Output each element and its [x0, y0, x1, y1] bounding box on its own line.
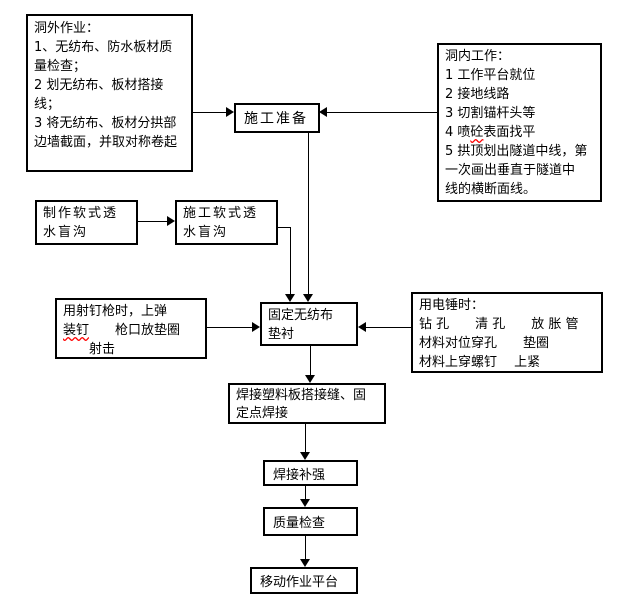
- arrowhead-into-quality: [300, 499, 310, 507]
- text-line: 2 划无纺布、板材搭接线；: [34, 78, 164, 112]
- connector-outside-to-prep: [193, 112, 226, 113]
- arrowhead-into-weld-seams: [305, 375, 315, 383]
- text-line: 射击: [63, 342, 116, 357]
- flow-box-construction-prep: 施工准备: [234, 103, 320, 133]
- flow-box-outside-work: 洞外作业： 1、无纺布、防水板材质 量检查； 2 划无纺布、板材搭接线； 3 将…: [26, 14, 193, 172]
- flow-box-inside-work: 洞内工作： 1 工作平台就位 2 接地线路 3 切割锚杆头等 4 喷砼表面找平 …: [437, 43, 602, 202]
- text-line: 固定无纺布: [268, 308, 334, 323]
- text-line: 洞内工作：: [445, 49, 511, 64]
- text-line: 1 工作平台就位: [445, 68, 536, 83]
- connector-weld-to-reinforce: [305, 424, 306, 453]
- text-line-spellcheck: 4 喷砼表面找平: [445, 123, 594, 142]
- text-line: 材料上穿螺钉 上紧: [419, 355, 541, 370]
- text-line: 洞外作业：: [34, 21, 100, 36]
- flow-box-electric-hammer: 用电锤时： 钻 孔 清 孔 放 胀 管 材料对位穿孔 垫圈 材料上穿螺钉 上紧: [411, 292, 603, 373]
- text-segment: 表面找平: [483, 125, 536, 140]
- text-line: 线的横断面线。: [445, 182, 537, 197]
- arrowhead-into-fix-right: [358, 322, 366, 332]
- text-segment: 枪口放垫圈: [89, 323, 181, 338]
- connector-fix-to-weld: [310, 346, 311, 376]
- flow-box-weld-reinforce: 焊接补强: [263, 460, 358, 486]
- misspelled-word: 装钉: [63, 323, 90, 338]
- text-line: 制作软式透: [43, 206, 119, 221]
- box-label: 施工准备: [244, 111, 308, 127]
- arrowhead-prep-into-fix: [303, 294, 313, 302]
- connector-drain-elbow-h: [278, 227, 291, 228]
- connector-hammer-to-fix: [366, 327, 411, 328]
- text-line: 2 接地线路: [445, 87, 510, 102]
- misspelled-word: 砼: [470, 125, 484, 140]
- box-label: 质量检查: [273, 516, 326, 531]
- arrowhead-into-prep-left: [226, 107, 234, 117]
- box-label: 焊接补强: [273, 467, 326, 483]
- arrowhead-into-install-drain: [167, 216, 175, 226]
- connector-reinforce-to-quality: [305, 486, 306, 500]
- box-label: 移动作业平台: [260, 575, 339, 590]
- connector-drain-elbow-v: [290, 227, 291, 295]
- text-line-spellcheck: 装钉 枪口放垫圈: [63, 321, 199, 340]
- text-line: 钻 孔 清 孔 放 胀 管: [419, 317, 579, 332]
- connector-prep-to-fix: [308, 132, 309, 295]
- flow-box-make-drain: 制作软式透 水盲沟: [35, 200, 138, 245]
- text-line: 施工软式透: [183, 206, 259, 221]
- connector-make-to-install-drain: [138, 221, 167, 222]
- connector-inside-to-prep: [327, 112, 437, 113]
- arrowhead-into-prep-right: [319, 107, 327, 117]
- text-line: 1、无纺布、防水板材质: [34, 40, 173, 55]
- arrowhead-into-platform: [300, 559, 310, 567]
- text-line: 水盲沟: [183, 225, 229, 240]
- flow-box-quality-check: 质量检查: [263, 507, 358, 536]
- text-line: 一次画出垂直于隧道中: [445, 163, 576, 178]
- text-line: 垫衬: [268, 327, 295, 342]
- text-line: 定点焊接: [236, 406, 289, 421]
- text-line: 用射钉枪时，上弹: [63, 304, 168, 319]
- text-line: 3 切割锚杆头等: [445, 106, 536, 121]
- text-line: 水盲沟: [43, 225, 89, 240]
- connector-nailgun-to-fix: [207, 327, 252, 328]
- text-segment: 4 喷: [445, 125, 471, 140]
- flow-box-fix-geotextile: 固定无纺布 垫衬: [260, 302, 358, 346]
- text-line: 材料对位穿孔 垫圈: [419, 336, 550, 351]
- text-line: 5 拱顶划出隧道中线，第: [445, 144, 588, 159]
- connector-quality-to-platform: [305, 536, 306, 560]
- text-line: 边墙截面，并取对称卷起: [34, 135, 178, 150]
- text-line: 3 将无纺布、板材分拱部: [34, 116, 177, 131]
- text-line: 焊接塑料板搭接缝、固: [236, 388, 367, 403]
- text-line: 量检查；: [34, 59, 87, 74]
- arrowhead-into-reinforce: [300, 452, 310, 460]
- flow-box-weld-seams: 焊接塑料板搭接缝、固 定点焊接: [228, 383, 386, 424]
- flow-box-move-platform: 移动作业平台: [250, 567, 358, 594]
- text-line: 用电锤时：: [419, 298, 485, 313]
- arrowhead-into-fix-left: [252, 322, 260, 332]
- flow-box-nail-gun: 用射钉枪时，上弹 装钉 枪口放垫圈 射击: [55, 298, 207, 359]
- flow-box-install-drain: 施工软式透 水盲沟: [175, 200, 278, 245]
- arrowhead-drain-into-fix: [285, 294, 295, 302]
